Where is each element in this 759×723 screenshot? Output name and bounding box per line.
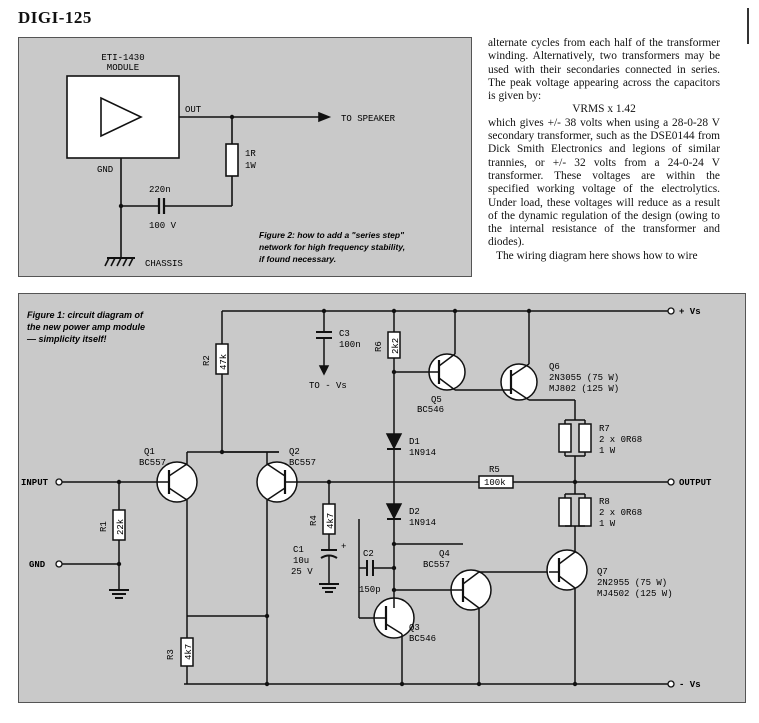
module-label-2: MODULE xyxy=(107,63,139,73)
r6-value: 2k2 xyxy=(391,338,401,354)
r8-line1: 2 x 0R68 xyxy=(599,508,642,518)
out-label: OUT xyxy=(185,105,202,115)
article-formula: VRMS x 1.42 xyxy=(572,103,636,116)
r7b-resistor xyxy=(578,423,592,453)
r6-name: R6 xyxy=(374,341,384,352)
q4-name: Q4 xyxy=(439,549,450,559)
r8a-resistor xyxy=(558,497,572,527)
resistor-power: 1W xyxy=(245,161,256,171)
gnd-label: GND xyxy=(97,165,113,175)
r4-name: R4 xyxy=(309,515,319,526)
d2-type: 1N914 xyxy=(409,518,436,528)
r8-line2: 1 W xyxy=(599,519,616,529)
q3-name: Q3 xyxy=(409,623,420,633)
d1-name: D1 xyxy=(409,437,420,447)
article-text: alternate cycles from each half of the t… xyxy=(488,37,720,263)
q7-transistor xyxy=(546,549,588,591)
gnd-terminal xyxy=(55,560,63,568)
figure-2-schematic: ETI-1430 MODULE OUT GND TO SPEAKER 1R 1W… xyxy=(66,53,405,269)
figure-1-schematic: Figure 1: circuit diagram of the new pow… xyxy=(21,307,712,690)
fig2-caption-1: Figure 2: how to add a "series step" xyxy=(259,230,405,240)
resistor-1r xyxy=(225,143,239,177)
resistor-value: 1R xyxy=(245,149,256,159)
pos-terminal xyxy=(667,307,675,315)
c3-value: 100n xyxy=(339,340,361,350)
amp-triangle xyxy=(100,96,143,138)
vs-pos-label: + Vs xyxy=(679,307,701,317)
r3-value: 4k7 xyxy=(184,644,194,660)
input-terminal xyxy=(55,478,63,486)
r4-value: 4k7 xyxy=(326,513,336,529)
r1-name: R1 xyxy=(99,521,109,532)
to-vs-label: TO - Vs xyxy=(309,381,347,391)
q1-type: BC557 xyxy=(139,458,166,468)
vs-neg-label: - Vs xyxy=(679,680,701,690)
r7-line2: 1 W xyxy=(599,446,616,456)
page-header: DIGI-125 xyxy=(18,8,92,27)
d2-diode xyxy=(385,503,403,520)
module-label: ETI-1430 xyxy=(101,53,144,63)
r5-resistor xyxy=(478,475,514,489)
c2-name: C2 xyxy=(363,549,374,559)
q4-type: BC557 xyxy=(423,560,450,570)
c1-value: 10u xyxy=(293,556,309,566)
fig1-caption-2: the new power amp module xyxy=(27,322,145,332)
r1-value: 22k xyxy=(116,519,126,535)
article-para-3: The wiring diagram here shows how to wir… xyxy=(496,249,698,262)
output-label: OUTPUT xyxy=(679,478,712,488)
input-label: INPUT xyxy=(21,478,49,488)
q2-type: BC557 xyxy=(289,458,316,468)
fig1-caption-3: — simplicity itself! xyxy=(26,334,107,344)
q1-name: Q1 xyxy=(144,447,155,457)
cap-voltage: 100 V xyxy=(149,221,177,231)
q6-transistor xyxy=(500,363,538,401)
output-terminal xyxy=(667,478,675,486)
q3-type: BC546 xyxy=(409,634,436,644)
r3-name: R3 xyxy=(166,649,176,660)
fig2-caption-2: network for high frequency stability, xyxy=(259,242,405,252)
c1-name: C1 xyxy=(293,545,304,555)
to-speaker-label: TO SPEAKER xyxy=(341,114,396,124)
r8b-resistor xyxy=(578,497,592,527)
r2-value: 47k xyxy=(219,354,229,370)
c3-name: C3 xyxy=(339,329,350,339)
d1-type: 1N914 xyxy=(409,448,436,458)
figure-1-panel: Figure 1: circuit diagram of the new pow… xyxy=(18,293,746,703)
q5-type: BC546 xyxy=(417,405,444,415)
gnd-label: GND xyxy=(29,560,46,570)
r7a-resistor xyxy=(558,423,572,453)
figure-2-panel: ETI-1430 MODULE OUT GND TO SPEAKER 1R 1W… xyxy=(18,37,472,277)
chassis-label: CHASSIS xyxy=(145,259,183,269)
column-rule xyxy=(747,8,749,44)
q7-line2: MJ4502 (125 W) xyxy=(597,589,673,599)
fig1-caption-1: Figure 1: circuit diagram of xyxy=(27,310,144,320)
r5-value: 100k xyxy=(484,478,506,488)
article-para-2: which gives +/- 38 volts when using a 28… xyxy=(488,116,720,249)
q2-name: Q2 xyxy=(289,447,300,457)
d1-diode xyxy=(385,433,403,450)
c1-plus: + xyxy=(341,542,346,552)
r2-name: R2 xyxy=(202,355,212,366)
d2-name: D2 xyxy=(409,507,420,517)
r5-name: R5 xyxy=(489,465,500,475)
r7-line1: 2 x 0R68 xyxy=(599,435,642,445)
r7-name: R7 xyxy=(599,424,610,434)
fig2-caption-3: if found necessary. xyxy=(259,254,336,264)
q7-name: Q7 xyxy=(597,567,608,577)
cap-value: 220n xyxy=(149,185,171,195)
q6-line2: MJ802 (125 W) xyxy=(549,384,619,394)
q5-name: Q5 xyxy=(431,395,442,405)
arrow-icon xyxy=(318,111,332,123)
q7-line1: 2N2955 (75 W) xyxy=(597,578,667,588)
q6-line1: 2N3055 (75 W) xyxy=(549,373,619,383)
c1-voltage: 25 V xyxy=(291,567,313,577)
c2-value: 150p xyxy=(359,585,381,595)
r8-name: R8 xyxy=(599,497,610,507)
neg-terminal xyxy=(667,680,675,688)
q6-name: Q6 xyxy=(549,362,560,372)
article-para-1: alternate cycles from each half of the t… xyxy=(488,37,720,103)
